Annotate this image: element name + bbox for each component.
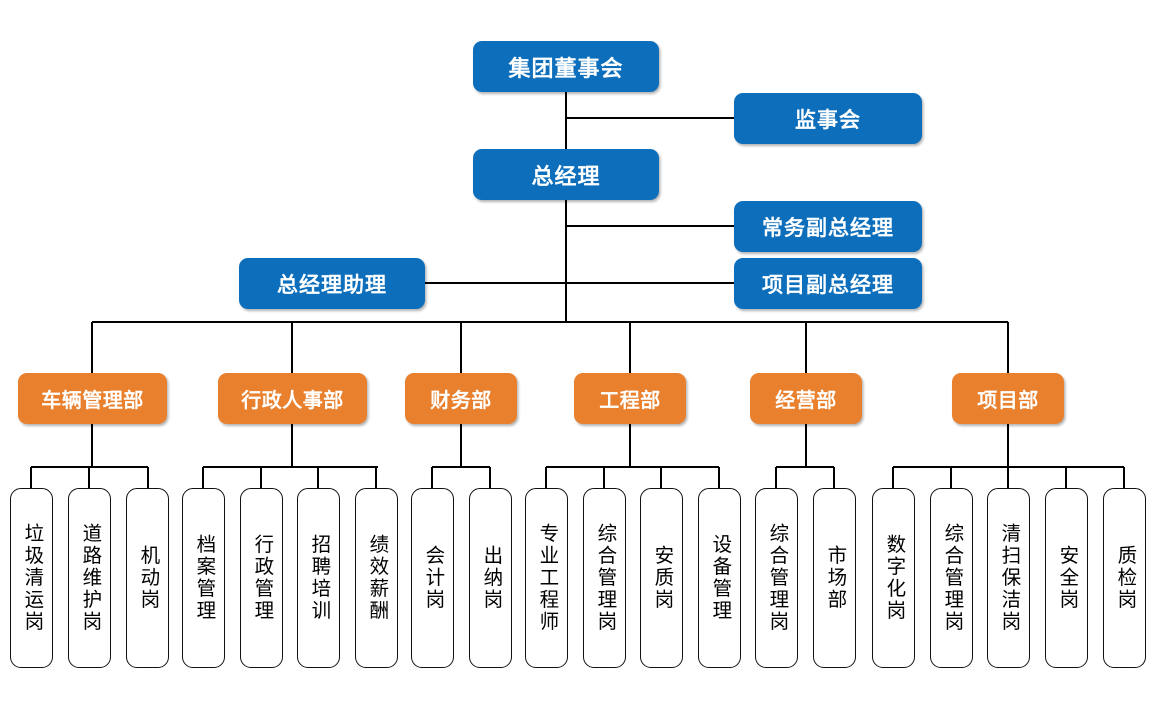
node-department-vehicle[interactable]: 车辆管理部 [18, 373, 167, 424]
node-label: 综合管理岗 [940, 523, 963, 633]
node-supervisory-board[interactable]: 监事会 [734, 93, 922, 144]
node-general-manager[interactable]: 总经理 [473, 149, 659, 200]
node-position-safety[interactable]: 安全岗 [1045, 488, 1088, 668]
node-label: 市场部 [823, 545, 846, 611]
node-department-project[interactable]: 项目部 [952, 373, 1064, 424]
node-position-engineering-general-management[interactable]: 综合管理岗 [583, 488, 626, 668]
node-label: 行政管理 [250, 534, 273, 622]
node-position-recruitment-training[interactable]: 招聘培训 [297, 488, 340, 668]
node-board-of-directors[interactable]: 集团董事会 [473, 41, 659, 92]
node-label: 设备管理 [708, 534, 731, 622]
node-general-manager-assistant[interactable]: 总经理助理 [239, 258, 425, 309]
node-label: 行政人事部 [241, 390, 344, 412]
node-position-digitalization[interactable]: 数字化岗 [872, 488, 915, 668]
node-label: 工程部 [599, 390, 661, 412]
node-position-performance-compensation[interactable]: 绩效薪酬 [355, 488, 398, 668]
node-label: 综合管理岗 [593, 523, 616, 633]
node-label: 招聘培训 [307, 534, 330, 622]
node-label: 监事会 [795, 108, 861, 132]
node-label: 常务副总经理 [762, 216, 894, 240]
node-label: 总经理 [531, 163, 601, 189]
node-label: 车辆管理部 [41, 390, 144, 412]
node-position-project-general-management[interactable]: 综合管理岗 [930, 488, 973, 668]
node-position-cleaning-sanitation[interactable]: 清扫保洁岗 [987, 488, 1030, 668]
node-label: 集团董事会 [508, 55, 624, 81]
node-label: 项目部 [977, 390, 1039, 412]
node-executive-vice-general-manager[interactable]: 常务副总经理 [734, 201, 922, 252]
node-label: 档案管理 [192, 534, 215, 622]
node-label: 绩效薪酬 [365, 534, 388, 622]
node-position-equipment-management[interactable]: 设备管理 [698, 488, 741, 668]
node-department-engineering[interactable]: 工程部 [574, 373, 686, 424]
node-position-waste-transport[interactable]: 垃圾清运岗 [10, 488, 53, 668]
node-position-marketing[interactable]: 市场部 [813, 488, 856, 668]
node-label: 专业工程师 [535, 523, 558, 633]
node-position-cashier[interactable]: 出纳岗 [469, 488, 512, 668]
node-department-admin-hr[interactable]: 行政人事部 [218, 373, 367, 424]
node-label: 质检岗 [1113, 545, 1136, 611]
node-position-records-management[interactable]: 档案管理 [182, 488, 225, 668]
node-label: 清扫保洁岗 [997, 523, 1020, 633]
node-label: 财务部 [430, 390, 492, 412]
node-label: 数字化岗 [882, 534, 905, 622]
node-label: 安全岗 [1055, 545, 1078, 611]
node-department-operations[interactable]: 经营部 [750, 373, 862, 424]
node-label: 出纳岗 [479, 545, 502, 611]
node-label: 会计岗 [421, 545, 444, 611]
node-project-vice-general-manager[interactable]: 项目副总经理 [734, 258, 922, 309]
node-position-quality-inspection[interactable]: 质检岗 [1103, 488, 1146, 668]
node-label: 综合管理岗 [765, 523, 788, 633]
node-position-safety-quality[interactable]: 安质岗 [640, 488, 683, 668]
node-position-professional-engineer[interactable]: 专业工程师 [525, 488, 568, 668]
node-label: 项目副总经理 [762, 273, 894, 297]
node-label: 安质岗 [650, 545, 673, 611]
node-department-finance[interactable]: 财务部 [405, 373, 517, 424]
node-position-administrative-management[interactable]: 行政管理 [240, 488, 283, 668]
node-label: 道路维护岗 [78, 523, 101, 633]
node-label: 机动岗 [136, 545, 159, 611]
node-position-road-maintenance[interactable]: 道路维护岗 [68, 488, 111, 668]
node-position-accounting[interactable]: 会计岗 [411, 488, 454, 668]
node-position-operations-general-management[interactable]: 综合管理岗 [755, 488, 798, 668]
node-label: 总经理助理 [277, 273, 387, 297]
node-label: 垃圾清运岗 [20, 523, 43, 633]
node-label: 经营部 [775, 390, 837, 412]
node-position-motor-pool[interactable]: 机动岗 [126, 488, 169, 668]
